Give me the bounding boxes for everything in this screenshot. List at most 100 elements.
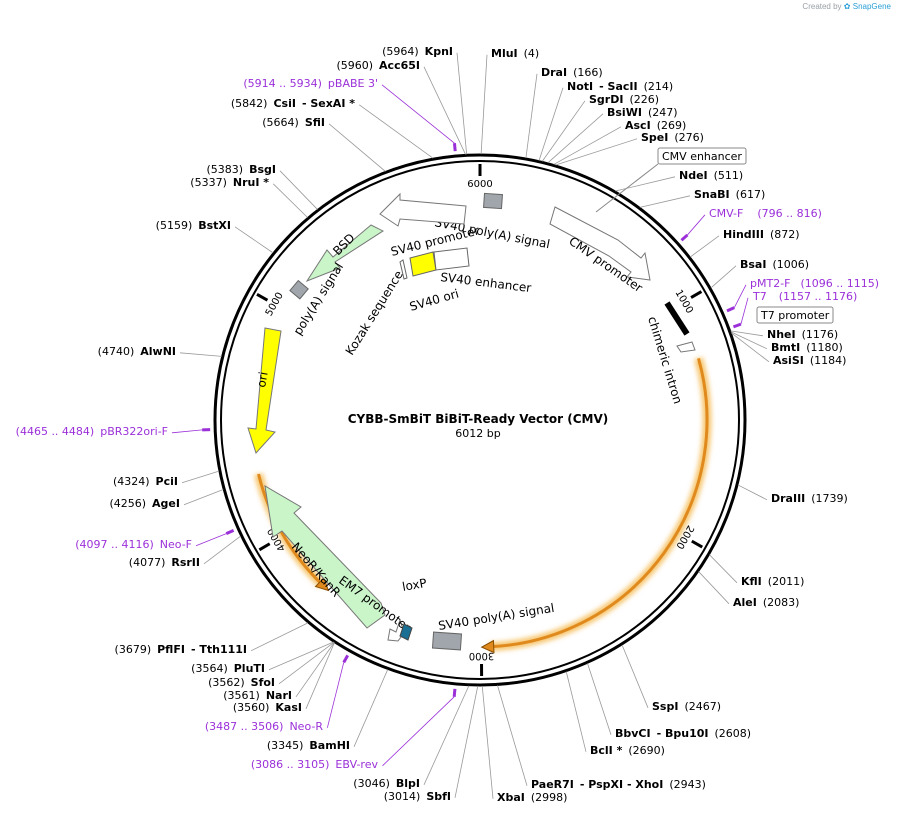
site-kfli[interactable]: KflI(2011) (741, 575, 804, 588)
site-sspi[interactable]: SspI(2467) (652, 700, 721, 713)
insert-arrowhead (480, 639, 495, 654)
site-leader (615, 176, 676, 192)
primer-leader (382, 696, 455, 767)
site-bbvci-bpu10i[interactable]: BbvCI- Bpu10I(2608) (615, 727, 751, 740)
feature-cmv-promoter[interactable] (549, 206, 651, 281)
site-leader (272, 183, 308, 218)
site-pflfi-tth111i[interactable]: (3679)PflFI- Tth111I (115, 643, 247, 656)
feature-sv40-polya-bottom[interactable] (431, 631, 463, 651)
site-leader (480, 54, 488, 155)
site-alwni[interactable]: (4740)AlwNI (98, 345, 176, 358)
site-leader (737, 484, 768, 501)
site-mlui[interactable]: MluI(4) (491, 47, 539, 60)
feature-neor-kanr[interactable] (264, 485, 386, 629)
feature-ori[interactable] (247, 327, 282, 454)
insert-arc[interactable] (257, 473, 324, 587)
feature-sv40-promoter[interactable] (379, 192, 467, 227)
site-leader (621, 644, 649, 708)
site-leader (639, 195, 691, 208)
tick-mark (690, 290, 703, 299)
site-csii-sexai[interactable]: (5842)CsiI- SexAI * (231, 97, 355, 110)
site-leader (689, 235, 720, 258)
feature-loxp[interactable] (399, 623, 413, 641)
site-drai[interactable]: DraI(166) (541, 66, 603, 79)
site-leader (730, 331, 768, 350)
site-bsai[interactable]: BsaI(1006) (740, 258, 809, 271)
site-leader (709, 554, 738, 584)
site-nhei[interactable]: NheI(1176) (767, 328, 838, 341)
site-bsgi[interactable]: (5383)BsgI (207, 163, 276, 176)
site-leader (497, 685, 528, 786)
site-pluti[interactable]: (3564)PluTI (191, 662, 265, 675)
primer-leader (733, 284, 747, 308)
site-bstxi[interactable]: (5159)BstXI (156, 219, 231, 232)
primer-leader (171, 429, 203, 434)
site-leader (565, 671, 587, 752)
primer-t7[interactable]: T7(1157 .. 1176) (752, 290, 857, 303)
site-alei[interactable]: AleI(2083) (733, 596, 799, 609)
site-sbfi[interactable]: (3014)SbfI (384, 790, 451, 803)
feature-sv40-ori[interactable] (409, 251, 437, 277)
site-leader (730, 330, 764, 337)
site-bcli[interactable]: BclI *(2690) (590, 744, 665, 757)
site-pcii[interactable]: (4324)PciI (113, 475, 178, 488)
site-leader (731, 332, 770, 363)
feature-polya-signal-box[interactable] (289, 279, 309, 300)
site-ndei[interactable]: NdeI(511) (679, 169, 743, 182)
site-bamhi[interactable]: (3345)BamHI (267, 739, 350, 752)
feature-sv40-enhancer[interactable] (433, 247, 470, 271)
primer-leader (687, 214, 706, 236)
site-leader (359, 104, 434, 159)
site-leader (181, 470, 220, 484)
site-nrui[interactable]: (5337)NruI * (190, 176, 269, 189)
site-kasi[interactable]: (3560)KasI (233, 701, 302, 714)
site-asisi[interactable]: AsiSI(1184) (773, 354, 846, 367)
backbone-ring-outer (213, 153, 747, 687)
primer-pbr322ori-f[interactable]: (4465 .. 4484)pBR322ori-F (16, 425, 168, 438)
feature-label-loxp: loxP (401, 576, 428, 594)
boxed-label-cmv-enhancer[interactable]: CMV enhancer (657, 147, 747, 165)
boxed-label-t7-promoter[interactable]: T7 promoter (756, 306, 834, 324)
site-bsiwi[interactable]: BsiWI(247) (607, 106, 678, 119)
site-asci[interactable]: AscI(269) (625, 119, 686, 132)
site-spei[interactable]: SpeI(276) (641, 131, 704, 144)
site-blpi[interactable]: (3046)BlpI (353, 777, 420, 790)
tick-mark (258, 542, 271, 552)
site-leader (423, 66, 466, 155)
site-rsrii[interactable]: (4077)RsrII (129, 556, 200, 569)
feature-label-ori: ori (254, 371, 270, 389)
site-agei[interactable]: (4256)AgeI (109, 497, 180, 510)
site-snabi[interactable]: SnaBI(617) (694, 188, 765, 201)
site-leader (710, 265, 737, 289)
site-nari[interactable]: (3561)NarI (223, 689, 292, 702)
feature-chimeric-intron[interactable] (664, 301, 690, 336)
site-bmti[interactable]: BmtI(1180) (771, 341, 843, 354)
feature-sv40-polya-box[interactable] (482, 192, 504, 210)
insert-arc[interactable] (489, 357, 709, 649)
feature-label-bsd: BSD (330, 231, 357, 258)
primer-pmt2-f[interactable]: pMT2-F(1096 .. 1115) (750, 277, 879, 290)
site-sfoi[interactable]: (3562)SfoI (208, 676, 275, 689)
site-leader (538, 87, 564, 161)
primer-neo-r[interactable]: (3487 .. 3506)Neo-R (205, 720, 323, 733)
site-leader (250, 622, 309, 652)
site-draiii[interactable]: DraIII(1739) (771, 492, 848, 505)
site-acc65i[interactable]: (5960)Acc65I (336, 59, 420, 72)
tick-label: 6000 (467, 179, 492, 190)
site-kpni[interactable]: (5964)KpnI (382, 45, 453, 58)
insert-arrowhead (314, 576, 330, 592)
primer-neo-f[interactable]: (4097 .. 4116)Neo-F (75, 538, 192, 551)
primer-ebv-rev[interactable]: (3086 .. 3105)EBV-rev (251, 758, 379, 771)
site-hindiii[interactable]: HindIII(872) (723, 228, 800, 241)
primer-cmv-f[interactable]: CMV-F(796 .. 816) (709, 207, 822, 220)
feature-bsd[interactable] (305, 224, 385, 283)
site-leader (541, 100, 586, 162)
site-xbai[interactable]: XbaI(2998) (497, 791, 567, 804)
site-sfii[interactable]: (5664)SfiI (262, 116, 325, 129)
site-paer7i-pspxi-xhoi[interactable]: PaeR7I- PspXI - XhoI(2943) (531, 778, 706, 791)
site-noti-sacii[interactable]: NotI- SacII(214) (567, 80, 673, 93)
primer-pbabe3[interactable]: (5914 .. 5934)pBABE 3' (243, 77, 378, 90)
primer-marker (452, 688, 457, 697)
site-sgrdi[interactable]: SgrDI(226) (589, 93, 659, 106)
